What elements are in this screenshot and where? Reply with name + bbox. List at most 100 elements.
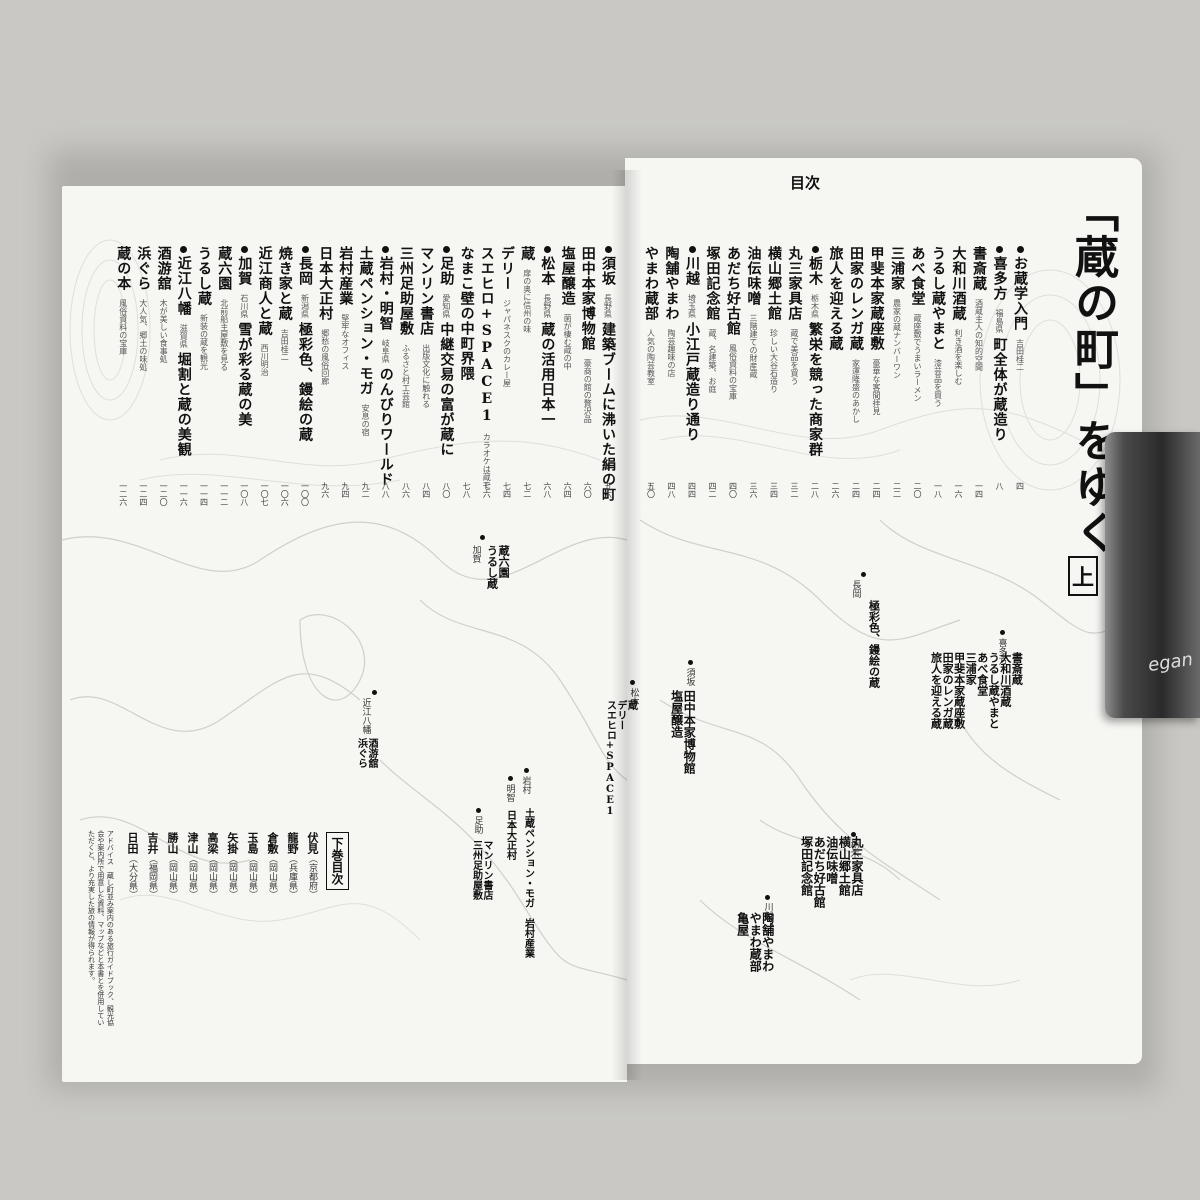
toc-page-number: 二四: [851, 482, 861, 498]
toc-subtitle: 風俗資料の宝庫: [728, 344, 738, 400]
toc-subtitle: 栃木県: [810, 294, 820, 318]
toc-subtitle: 愛知県: [441, 294, 451, 318]
toc-page-number: 一〇八: [239, 482, 249, 506]
second-volume-prefecture: （岡山県）: [247, 854, 257, 899]
map-label-matsumoto: 松本: [628, 688, 640, 706]
toc-page-number: 一四: [974, 482, 984, 498]
toc-title: 蔵の本: [115, 246, 132, 291]
bullet-icon: [543, 246, 551, 253]
toc-subtitle: 豪商の館の贅沢品: [583, 359, 593, 423]
toc-entry: 田中本家博物館豪商の館の贅沢品六〇: [578, 246, 598, 498]
second-volume-item: 伏見（京都府）: [304, 832, 320, 899]
toc-page-number: 八六: [401, 482, 411, 498]
toc-entry: うるし蔵新装の蔵を観光一一四: [194, 246, 214, 506]
toc-subtitle: 木が美しい食事処: [159, 299, 169, 363]
toc-subtitle: 大人気、郷土の味処: [138, 299, 148, 371]
toc-page-number: 六四: [563, 482, 573, 498]
toc-subtitle: 蔵、名建築、お庭: [708, 329, 717, 393]
map-label-asuke: 足助: [472, 816, 484, 834]
toc-title: 長岡: [297, 256, 313, 286]
toc-subtitle: 扉の奥に信州の味: [522, 269, 532, 333]
toc-extra: 建築ブームに沸いた絹の町: [600, 322, 616, 502]
toc-extra: 小江戸蔵造り通り: [684, 322, 700, 442]
toc-subtitle: 長野県: [603, 294, 613, 318]
toc-subtitle: 石川県: [239, 294, 249, 318]
map-place: 喜多方: [996, 638, 1007, 665]
toc-page-number: 一六: [954, 482, 963, 498]
toc-subtitle: 豪華な客間拝見: [872, 359, 881, 415]
map-place: 近江八幡: [360, 698, 371, 734]
second-volume-prefecture: （岡山県）: [227, 854, 237, 899]
toc-title: 近江八幡: [175, 256, 192, 316]
toc-page-number: 八八: [381, 482, 391, 498]
toc-entry: 土蔵ペンション・モガ安息の宿九二: [356, 246, 376, 498]
toc-entry: 田家のレンガ蔵家運隆盛のあかし二四: [846, 246, 866, 498]
toc-entry: 蔵扉の奥に信州の味七二: [517, 246, 537, 498]
bullet-icon: [180, 246, 188, 253]
toc-title: 大和川酒蔵: [950, 246, 967, 321]
map-dot-nagaoka: [861, 572, 866, 577]
volume-label: 上: [1068, 556, 1099, 596]
map-label-akechi: 明智: [504, 784, 516, 802]
second-volume-place: 矢掛: [226, 832, 239, 854]
map-dot-akechi: [508, 776, 513, 781]
toc-entry: 塩屋醸造菌が棲む蔵の中六四: [558, 246, 578, 498]
toc-entry: 陶舗やまわ陶芸趣味の店四八: [662, 246, 682, 498]
toc-entry: 栃木栃木県繁栄を競った商家群二八: [805, 246, 825, 498]
map-place: 栃木: [848, 840, 859, 858]
map-spots-omihachiman: 酒游舘 浜ぐら: [355, 738, 378, 768]
second-volume-prefecture: （岡山県）: [207, 854, 217, 899]
toc-page-number: 二二: [892, 482, 902, 498]
toc-page-number: 一二〇: [159, 482, 169, 506]
bullet-icon: [240, 246, 248, 253]
toc-title: 甲斐本家蔵座敷: [868, 246, 885, 351]
toc-title: うるし蔵やまと: [930, 246, 946, 351]
toc-entry: あべ食堂蔵座敷でうまいラーメン二〇: [908, 246, 928, 498]
toc-title: 近江商人と蔵: [256, 246, 273, 336]
map-dot-suzaka: [688, 660, 693, 665]
second-volume-item: 矢掛（岡山県）: [224, 832, 240, 899]
toc-subtitle: 出版文化に触れる: [421, 344, 431, 408]
map-spots-kaga: 蔵六園 うるし蔵: [485, 545, 511, 589]
toc-title: 須坂: [600, 256, 616, 286]
toc-page-number: 五〇: [646, 482, 656, 498]
map-spots-iwamura: 土蔵ペンション・モガ 岩村産業: [522, 808, 534, 958]
toc-subtitle: 郷愁の風俗回廊: [320, 329, 330, 385]
advice-note: アドバイス 蔵し町並み案内のある旅行ガイドブック、観光協会や案内所で用意した資料…: [87, 830, 115, 1026]
toc-subtitle: 北前船主屋敷を見る: [219, 299, 229, 371]
map-spots-suzaka: 田中本家博物館 塩屋醸造: [669, 690, 697, 774]
second-volume-item: 日田（大分県）: [124, 832, 140, 899]
toc-subtitle: 西川明治: [260, 344, 270, 376]
bullet-icon: [382, 246, 390, 253]
toc-subtitle: 利き酒を楽しむ: [954, 329, 963, 385]
toc-subtitle: 蔵で美品を買う: [790, 329, 799, 385]
book-gutter: [612, 170, 642, 1080]
toc-title: 加賀: [236, 256, 253, 286]
toc-title: 喜多方: [991, 256, 1008, 301]
toc-subtitle: 風俗資料の宝庫: [118, 299, 128, 355]
toc-page-number: 七二: [522, 482, 532, 498]
bullet-icon: [996, 246, 1003, 253]
toc-entry: 近江商人と蔵西川明治一〇七: [255, 246, 275, 506]
toc-title: うるし蔵: [196, 246, 212, 306]
map-label-tochigi: 栃木: [848, 840, 860, 858]
toc-entry: 甲斐本家蔵座敷豪華な客間拝見二四: [867, 246, 887, 498]
toc-page-number: 六〇: [583, 482, 593, 498]
toc-page-number: 一〇七: [260, 482, 270, 506]
toc-extra: 雪が彩る蔵の美: [236, 322, 253, 427]
map-dot-tochigi: [851, 832, 856, 837]
toc-title: 横山郷土館: [766, 246, 782, 321]
toc-page-number: 一〇〇: [300, 482, 310, 506]
toc-subtitle: 新潟県: [300, 294, 310, 318]
toc-page-number: 一一四: [199, 482, 209, 506]
toc-title: 書斎蔵: [971, 246, 987, 291]
toc-entry: お蔵学入門吉田桂二四: [1010, 246, 1030, 490]
toc-page-number: 三四: [769, 482, 779, 498]
toc-page-number: 八四: [421, 482, 431, 498]
second-volume-prefecture: （岡山県）: [167, 854, 177, 899]
map-dot-kaga: [480, 535, 485, 540]
glass-paperweight: [1105, 432, 1200, 718]
toc-extra: 町全体が蔵造り: [991, 337, 1008, 442]
toc-page-number: 一一二: [219, 482, 229, 506]
